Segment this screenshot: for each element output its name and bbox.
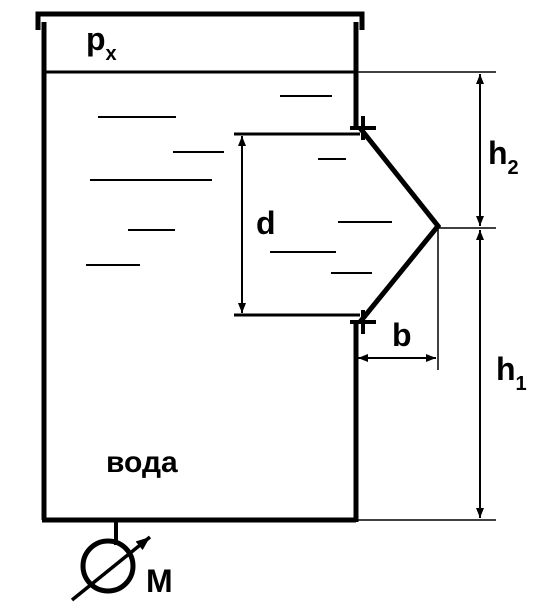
lower-bolt-icon <box>350 310 376 334</box>
water-hatching <box>86 95 392 274</box>
upper-bolt-icon <box>350 116 376 140</box>
b-label: b <box>392 317 412 353</box>
conical-cover <box>358 126 442 324</box>
gauge-label: M <box>146 563 173 599</box>
d-label: d <box>256 205 276 241</box>
h1-label: h1 <box>496 351 527 395</box>
pressure-label: px <box>86 21 117 65</box>
liquid-label: вода <box>106 446 178 479</box>
tank-lid <box>35 11 365 30</box>
gauge-icon <box>80 538 136 594</box>
gauge-arrow-icon <box>70 535 152 602</box>
h2-label: h2 <box>488 135 519 179</box>
